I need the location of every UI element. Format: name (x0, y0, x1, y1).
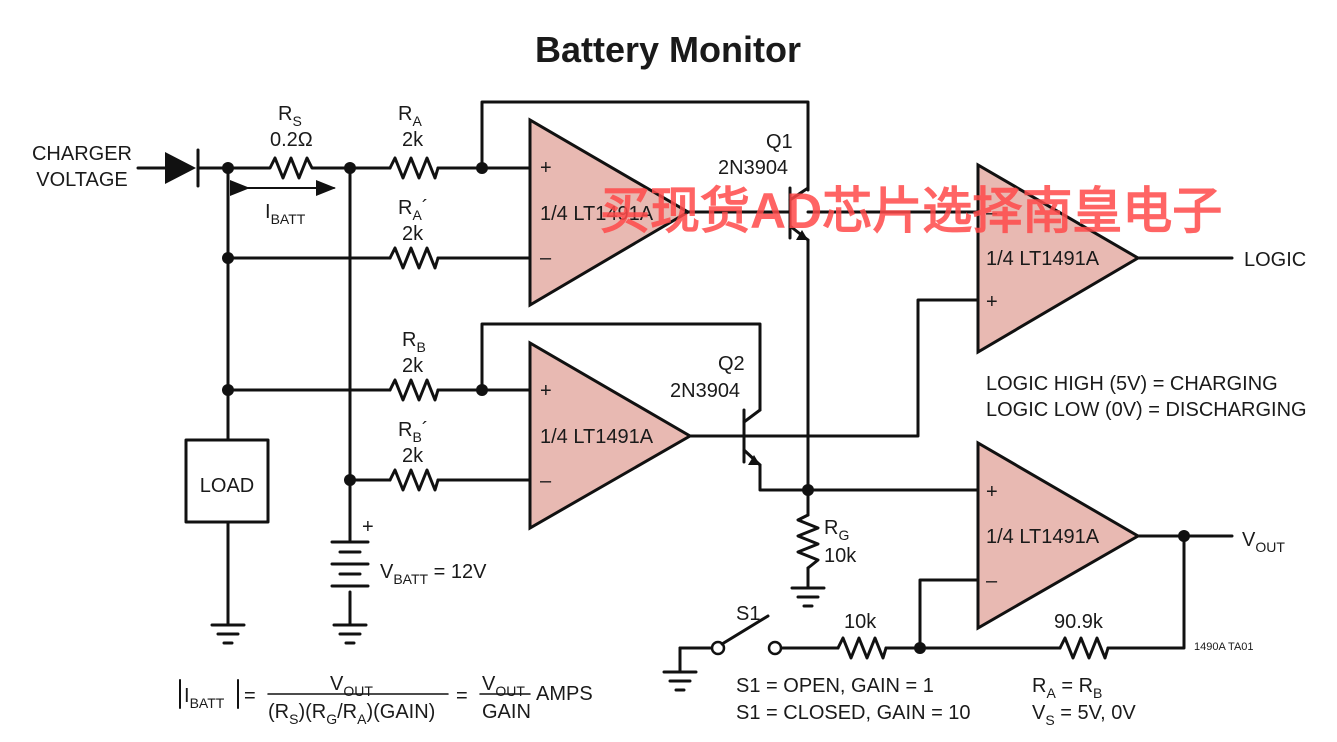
opamp-logic-plus: + (986, 291, 998, 313)
ra-eq-rb-note: RA = RB (1032, 675, 1102, 701)
rg-label: RG (824, 517, 849, 543)
s1-open-note: S1 = OPEN, GAIN = 1 (736, 675, 934, 697)
junctions (222, 162, 1190, 654)
ground-load (210, 623, 246, 645)
resistor-90k9 (1058, 636, 1110, 660)
opamp2-label: 1/4 LT1491A (540, 426, 654, 448)
charger-label-line1: CHARGER (32, 143, 132, 165)
svg-text:=: = (456, 685, 468, 707)
figure-id: 1490A TA01 (1194, 641, 1254, 653)
battery-label: VBATT = 12V (380, 561, 487, 587)
rg-value: 10k (824, 545, 857, 567)
s1-closed-note: S1 = CLOSED, GAIN = 10 (736, 702, 971, 724)
opamp-2 (528, 340, 693, 531)
logic-high-note: LOGIC HIGH (5V) = CHARGING (986, 373, 1278, 395)
svg-text:GAIN: GAIN (482, 701, 531, 723)
resistor-rb (388, 378, 440, 402)
q2-name: Q2 (718, 353, 745, 375)
opamp-logic-minus: – (986, 202, 998, 224)
opamp2-plus: + (540, 380, 552, 402)
opamp-vout-minus: – (986, 570, 998, 592)
rb-prime-label: RB´ (398, 419, 428, 445)
opamp-1 (528, 117, 691, 308)
opamp-vout-plus: + (986, 481, 998, 503)
resistor-rg (796, 513, 820, 570)
load-box (184, 438, 270, 524)
rs-value: 0.2Ω (270, 129, 313, 151)
resistor-rb-prime (388, 468, 440, 492)
load-label: LOAD (200, 475, 254, 497)
transistor-q2 (742, 408, 762, 467)
ibatt-label: IBATT (265, 201, 306, 227)
q2-part: 2N3904 (670, 380, 740, 402)
logic-low-note: LOGIC LOW (0V) = DISCHARGING (986, 399, 1307, 421)
ground-switch (662, 670, 698, 692)
svg-text:=: = (244, 685, 256, 707)
opamp2-minus: – (540, 470, 552, 492)
svg-text:VOUT: VOUT (330, 673, 373, 699)
opamp-vout (976, 440, 1141, 631)
svg-text:(RS)(RG/RA)(GAIN): (RS)(RG/RA)(GAIN) (268, 701, 435, 727)
ra-value: 2k (402, 129, 424, 151)
charger-diode (165, 148, 200, 188)
vs-note: VS = 5V, 0V (1032, 702, 1136, 728)
logic-output-label: LOGIC (1244, 249, 1306, 271)
resistor-ra-prime (388, 246, 440, 270)
page-title: Battery Monitor (535, 29, 801, 70)
rb-prime-value: 2k (402, 445, 424, 467)
opamp1-minus: – (540, 247, 552, 269)
ra-label: RA (398, 103, 422, 129)
rb-value: 2k (402, 355, 424, 377)
rb-label: RB (402, 329, 426, 355)
ra-prime-label: RA´ (398, 197, 428, 223)
svg-text:AMPS: AMPS (536, 683, 593, 705)
charger-label-line2: VOLTAGE (36, 169, 128, 191)
transistor-q1 (788, 186, 810, 242)
svg-text:VOUT: VOUT (482, 673, 525, 699)
opamp-logic (976, 162, 1141, 355)
watermark-text: 买现货AD芯片选择南皇电子 (600, 183, 1222, 239)
ground-battery (332, 623, 368, 645)
gain-resistor-value: 10k (844, 611, 877, 633)
switch-s1 (710, 614, 783, 656)
ground-rg (790, 586, 826, 608)
battery (330, 540, 370, 588)
ibatt-formula: IBATT = VOUT (RS)(RG/RA)(GAIN) = VOUT GA… (179, 673, 593, 727)
resistor-ra (388, 156, 440, 180)
vout-label: VOUT (1242, 529, 1285, 555)
battery-plus: + (362, 516, 374, 538)
opamp-vout-label: 1/4 LT1491A (986, 526, 1100, 548)
rs-label: RS (278, 103, 302, 129)
svg-text:IBATT: IBATT (184, 685, 225, 711)
resistor-10k (836, 636, 888, 660)
switch-label: S1 (736, 603, 760, 625)
feedback-resistor-value: 90.9k (1054, 611, 1104, 633)
q1-name: Q1 (766, 131, 793, 153)
q1-part: 2N3904 (718, 157, 788, 179)
opamp-logic-label: 1/4 LT1491A (986, 248, 1100, 270)
opamp1-plus: + (540, 157, 552, 179)
resistor-rs (260, 156, 316, 180)
opamp1-label: 1/4 LT1491A (540, 203, 654, 225)
ra-prime-value: 2k (402, 223, 424, 245)
